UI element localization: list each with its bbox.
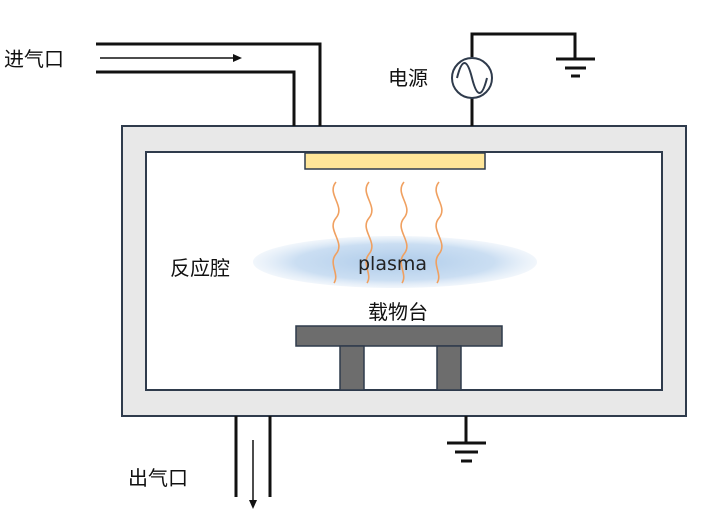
ground-icon	[556, 57, 595, 78]
power-supply-circuit	[470, 32, 577, 126]
wave-line	[435, 181, 443, 284]
gas-outlet-label: 出气口	[128, 466, 188, 490]
top-electrode	[304, 152, 486, 170]
stage-label: 载物台	[368, 300, 428, 324]
plasma-label: plasma	[358, 253, 428, 275]
wave-line	[365, 181, 373, 284]
inlet-pipe-inner	[96, 70, 296, 126]
stage-leg-left	[339, 345, 365, 391]
wave-line	[400, 181, 408, 284]
outlet-flow-arrow	[249, 440, 257, 509]
reaction-chamber	[121, 125, 687, 417]
gas-inlet-pipe	[96, 42, 322, 126]
plasma-cloud	[253, 236, 537, 288]
ground-icon	[447, 441, 486, 463]
stage-plate	[295, 325, 503, 347]
energy-waves	[332, 181, 443, 284]
inlet-flow-arrow	[100, 54, 242, 62]
wave-line	[332, 181, 340, 284]
substrate-stage	[295, 325, 503, 391]
gas-inlet-label: 进气口	[4, 47, 64, 71]
chamber-ground	[447, 416, 486, 463]
inlet-pipe-outer	[96, 42, 322, 126]
gas-outlet-pipe	[234, 416, 272, 497]
power-supply-label: 电源	[388, 66, 428, 90]
stage-leg-right	[436, 345, 462, 391]
arrow-right-icon	[233, 54, 242, 62]
arrow-down-icon	[249, 500, 257, 509]
ac-source-icon	[451, 57, 493, 99]
wire-to-ground	[470, 32, 577, 58]
reaction-chamber-label: 反应腔	[170, 256, 230, 280]
